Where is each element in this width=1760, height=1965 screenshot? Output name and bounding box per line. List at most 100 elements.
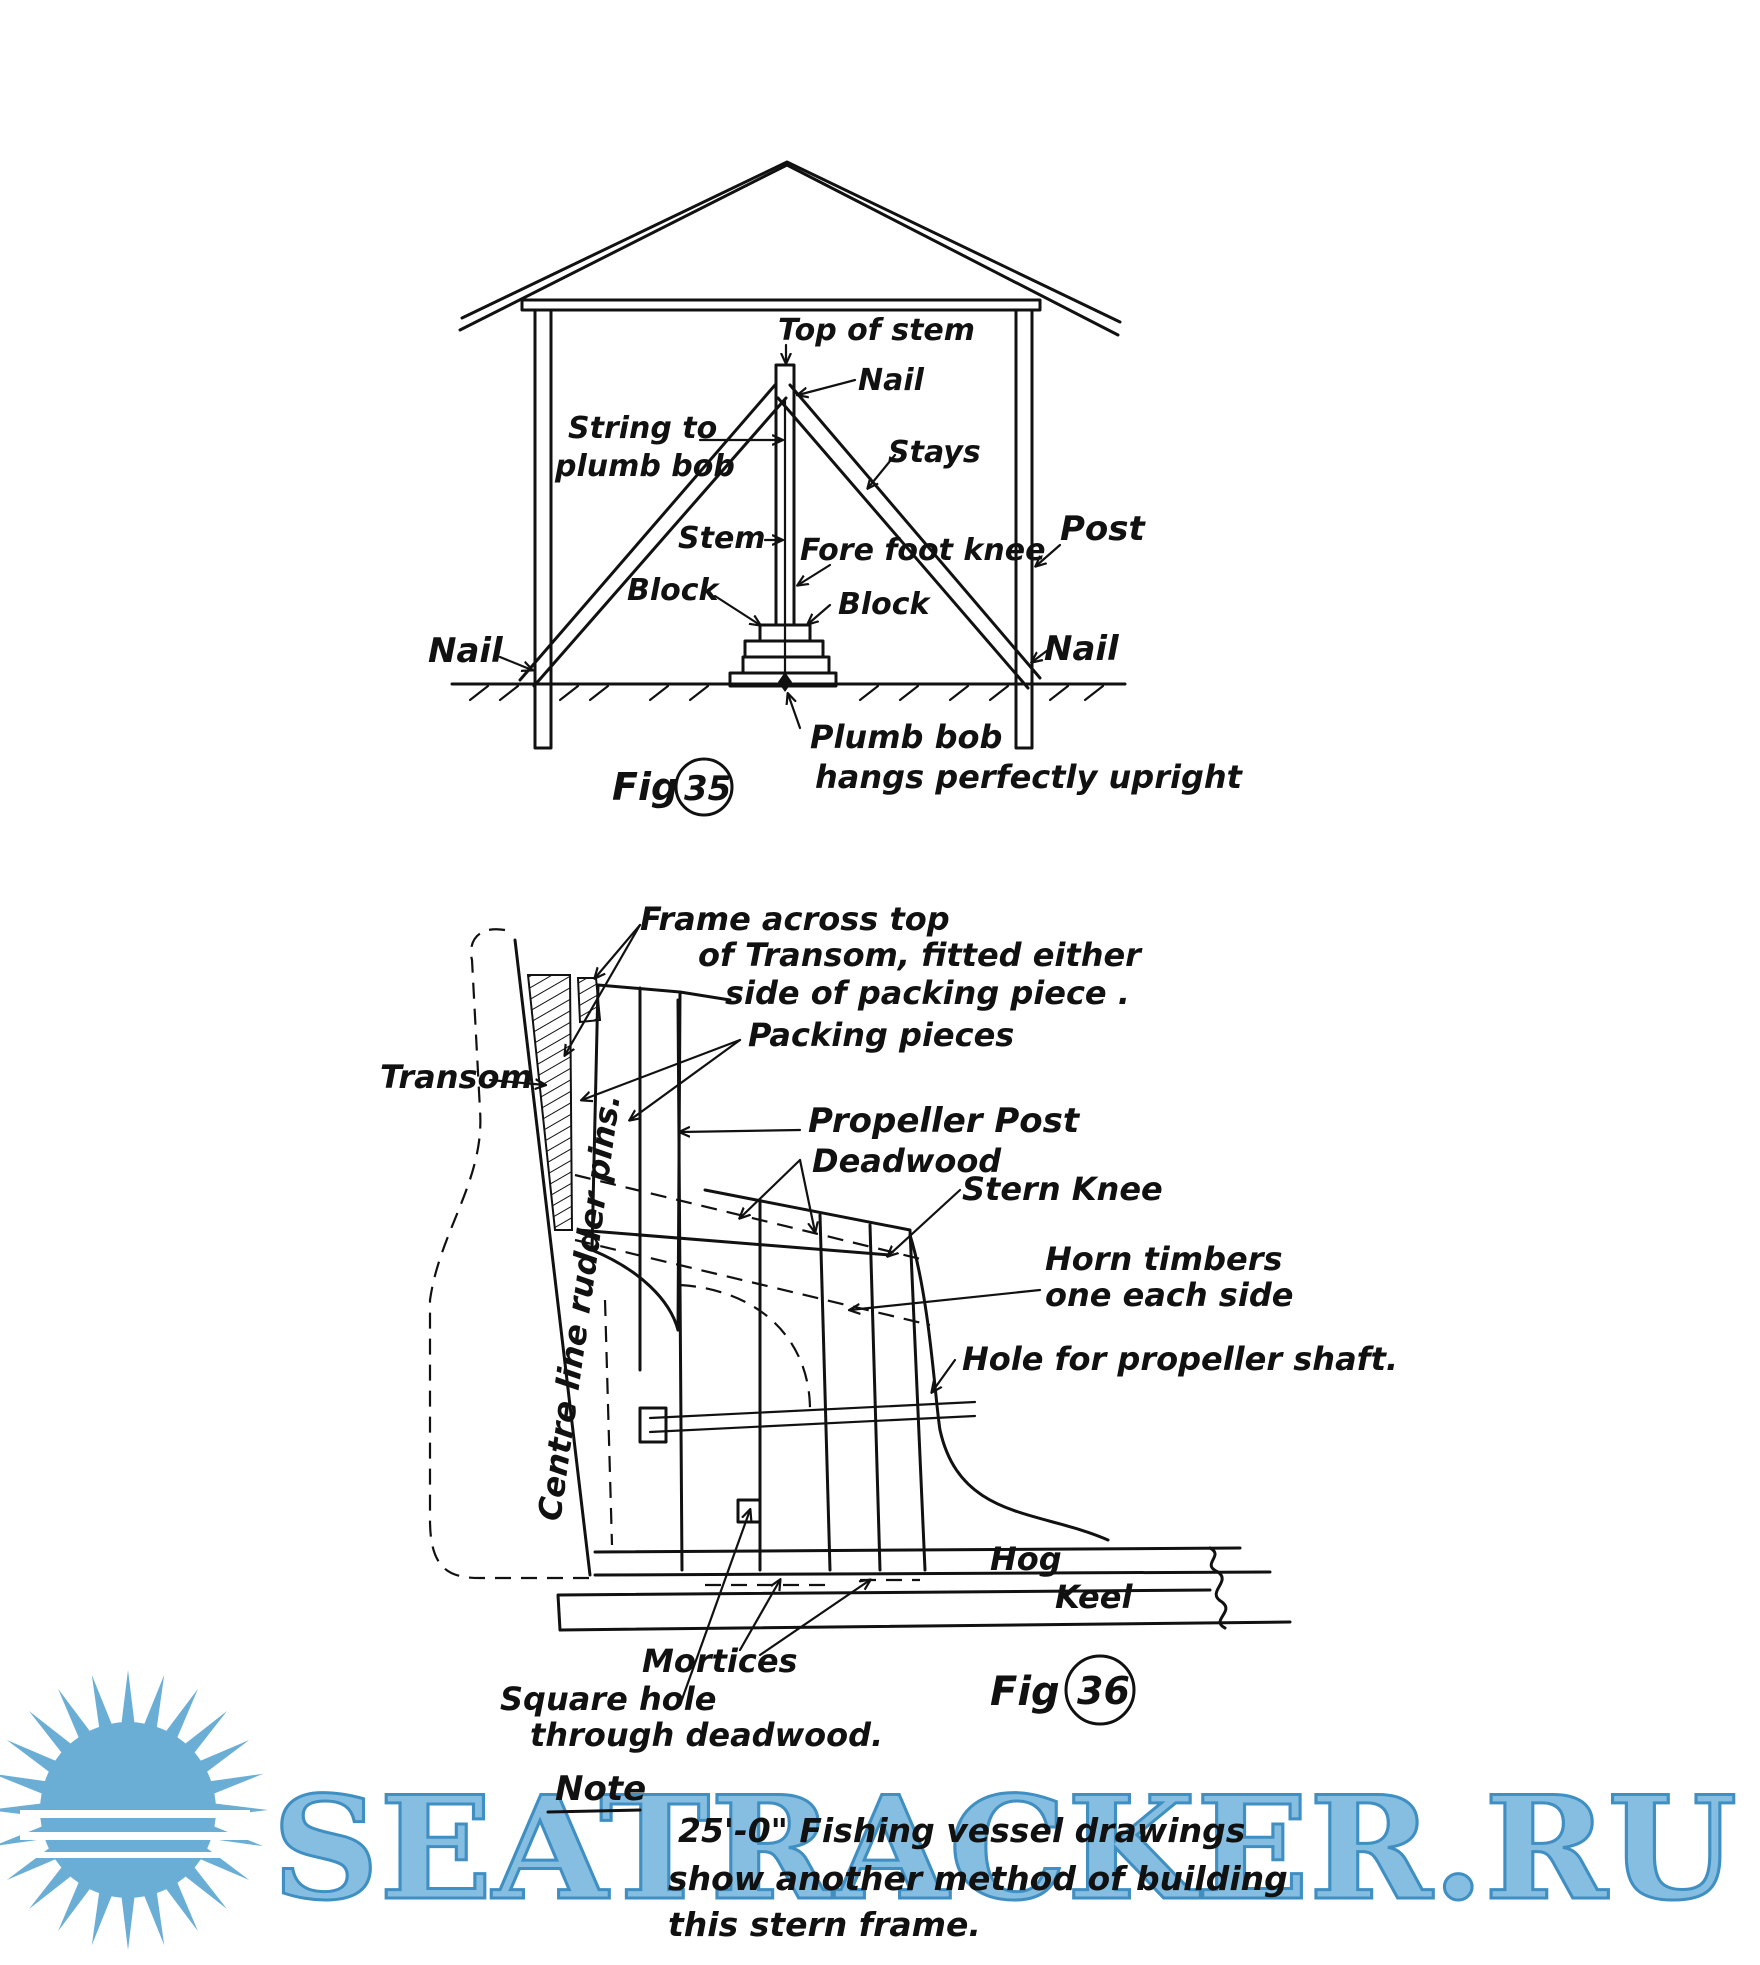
label-nail-right: Nail: [1044, 629, 1120, 669]
propeller-shaft-lower: [648, 1414, 977, 1434]
label-frame-3: side of packing piece .: [725, 974, 1130, 1012]
note-block: Note 25'-0" Fishing vessel drawings show…: [546, 1769, 1288, 1944]
transom-face: [513, 938, 592, 1577]
rudder-outline: [428, 928, 595, 1580]
label-plumb-bob-note-2: hangs perfectly upright: [815, 758, 1244, 796]
stay-right: [776, 383, 1042, 690]
fig36-diagram: Frame across top of Transom, fitted eith…: [380, 900, 1398, 1754]
keel: [556, 1588, 1292, 1632]
sun-horizon-stripe-3: [20, 1852, 250, 1858]
label-string-to: String to: [568, 411, 717, 446]
label-block-left: Block: [627, 573, 721, 608]
label-horn-1: Horn timbers: [1045, 1240, 1283, 1278]
label-plumb-bob: plumb bob: [554, 449, 735, 484]
label-plumb-bob-note-1: Plumb bob: [810, 718, 1002, 756]
label-propeller-post: Propeller Post: [808, 1101, 1081, 1141]
plumb-bob: [778, 672, 792, 692]
label-hole-shaft: Hole for propeller shaft.: [962, 1340, 1398, 1378]
sun-ray: [6, 1740, 65, 1778]
rudder-stock: [603, 1299, 614, 1546]
fig36-leaders: [488, 923, 1042, 1707]
shaft-boss: [638, 1406, 668, 1444]
sun-ray: [6, 1842, 65, 1880]
label-deadwood: Deadwood: [812, 1142, 1002, 1180]
label-centre-line: Centre line rudder pins.: [530, 1092, 628, 1523]
hog: [593, 1546, 1272, 1577]
label-post: Post: [1060, 509, 1147, 549]
label-frame-2: of Transom, fitted either: [698, 936, 1143, 974]
label-horn-2: one each side: [1045, 1276, 1293, 1314]
packing-pieces: [590, 983, 732, 1372]
horn-curve: [679, 1283, 812, 1411]
sun-ray: [91, 1674, 116, 1737]
fig36-number: 36: [1077, 1669, 1130, 1713]
fig36-caption: Fig: [990, 1669, 1060, 1715]
propeller-shaft-upper: [648, 1400, 977, 1420]
watermark: SEATRACKER.RU: [0, 1670, 1739, 1950]
label-block-right: Block: [838, 587, 932, 622]
note-heading: Note: [555, 1769, 646, 1809]
sun-horizon-stripe-1: [20, 1810, 250, 1818]
label-transom: Transom: [380, 1058, 533, 1096]
sun-ray: [58, 1873, 96, 1932]
watermark-text: SEATRACKER.RU: [272, 1766, 1737, 1932]
label-top-of-stem: Top of stem: [778, 313, 975, 348]
sun-ray: [191, 1842, 250, 1880]
post-right: [1014, 308, 1034, 750]
label-stem: Stem: [678, 521, 766, 556]
note-line-1: 25'-0" Fishing vessel drawings: [678, 1811, 1245, 1850]
label-stays: Stays: [888, 435, 981, 470]
stern-knee: [576, 1228, 1110, 1542]
sun-ray: [177, 1859, 227, 1909]
fig35-number: 35: [684, 769, 731, 809]
label-square-hole-2: through deadwood.: [530, 1716, 883, 1754]
label-frame-1: Frame across top: [640, 900, 950, 938]
sun-ray: [29, 1859, 79, 1909]
fig36-number-circle: [1064, 1654, 1136, 1726]
label-keel: Keel: [1055, 1578, 1133, 1616]
sun-ray: [140, 1883, 165, 1946]
roof: [458, 163, 1120, 337]
roof-beam: [520, 298, 1042, 312]
sun-ray: [177, 1711, 227, 1761]
sun-ray: [58, 1688, 96, 1747]
label-stern-knee: Stern Knee: [962, 1170, 1163, 1208]
break-line: [1208, 1546, 1228, 1630]
post-left: [533, 308, 553, 750]
label-nail-top: Nail: [858, 363, 925, 398]
label-hog: Hog: [990, 1540, 1062, 1578]
sun-ray: [140, 1674, 165, 1737]
note-line-3: this stern frame.: [668, 1905, 981, 1944]
sun-horizon-stripe-2: [20, 1832, 250, 1840]
sun-ray: [160, 1873, 198, 1932]
fig35-number-circle: [674, 757, 734, 817]
sun-ray: [120, 1887, 136, 1950]
label-fore-foot-knee: Fore foot knee: [800, 533, 1045, 568]
deadwood: [703, 1188, 927, 1572]
fig35-caption: Fig: [612, 765, 678, 809]
note-line-2: show another method of building: [668, 1859, 1288, 1898]
sun-ray: [160, 1688, 198, 1747]
stay-left: [518, 383, 788, 688]
horn-timber-upper: [574, 1173, 926, 1262]
fig35-leaders: [498, 343, 1062, 730]
roof-eave-line: [460, 160, 1122, 324]
label-mortices: Mortices: [642, 1642, 798, 1680]
ground-hatching: [468, 684, 1105, 702]
label-square-hole-1: Square hole: [500, 1680, 716, 1718]
transom: [526, 974, 574, 1231]
label-packing-pieces: Packing pieces: [748, 1016, 1014, 1054]
sun-ray: [0, 1774, 55, 1798]
sun-ray: [120, 1670, 136, 1733]
label-nail-left: Nail: [428, 631, 504, 671]
square-hole: [736, 1498, 762, 1524]
sun-ray: [91, 1883, 116, 1946]
horn-timber-lower: [574, 1238, 931, 1327]
fig35-diagram: Top of stem Nail String to plumb bob Sta…: [428, 160, 1244, 817]
sun-ray: [201, 1773, 264, 1798]
sun-ray: [29, 1711, 79, 1761]
sun-ray: [191, 1740, 250, 1778]
note-underline: [546, 1808, 642, 1814]
